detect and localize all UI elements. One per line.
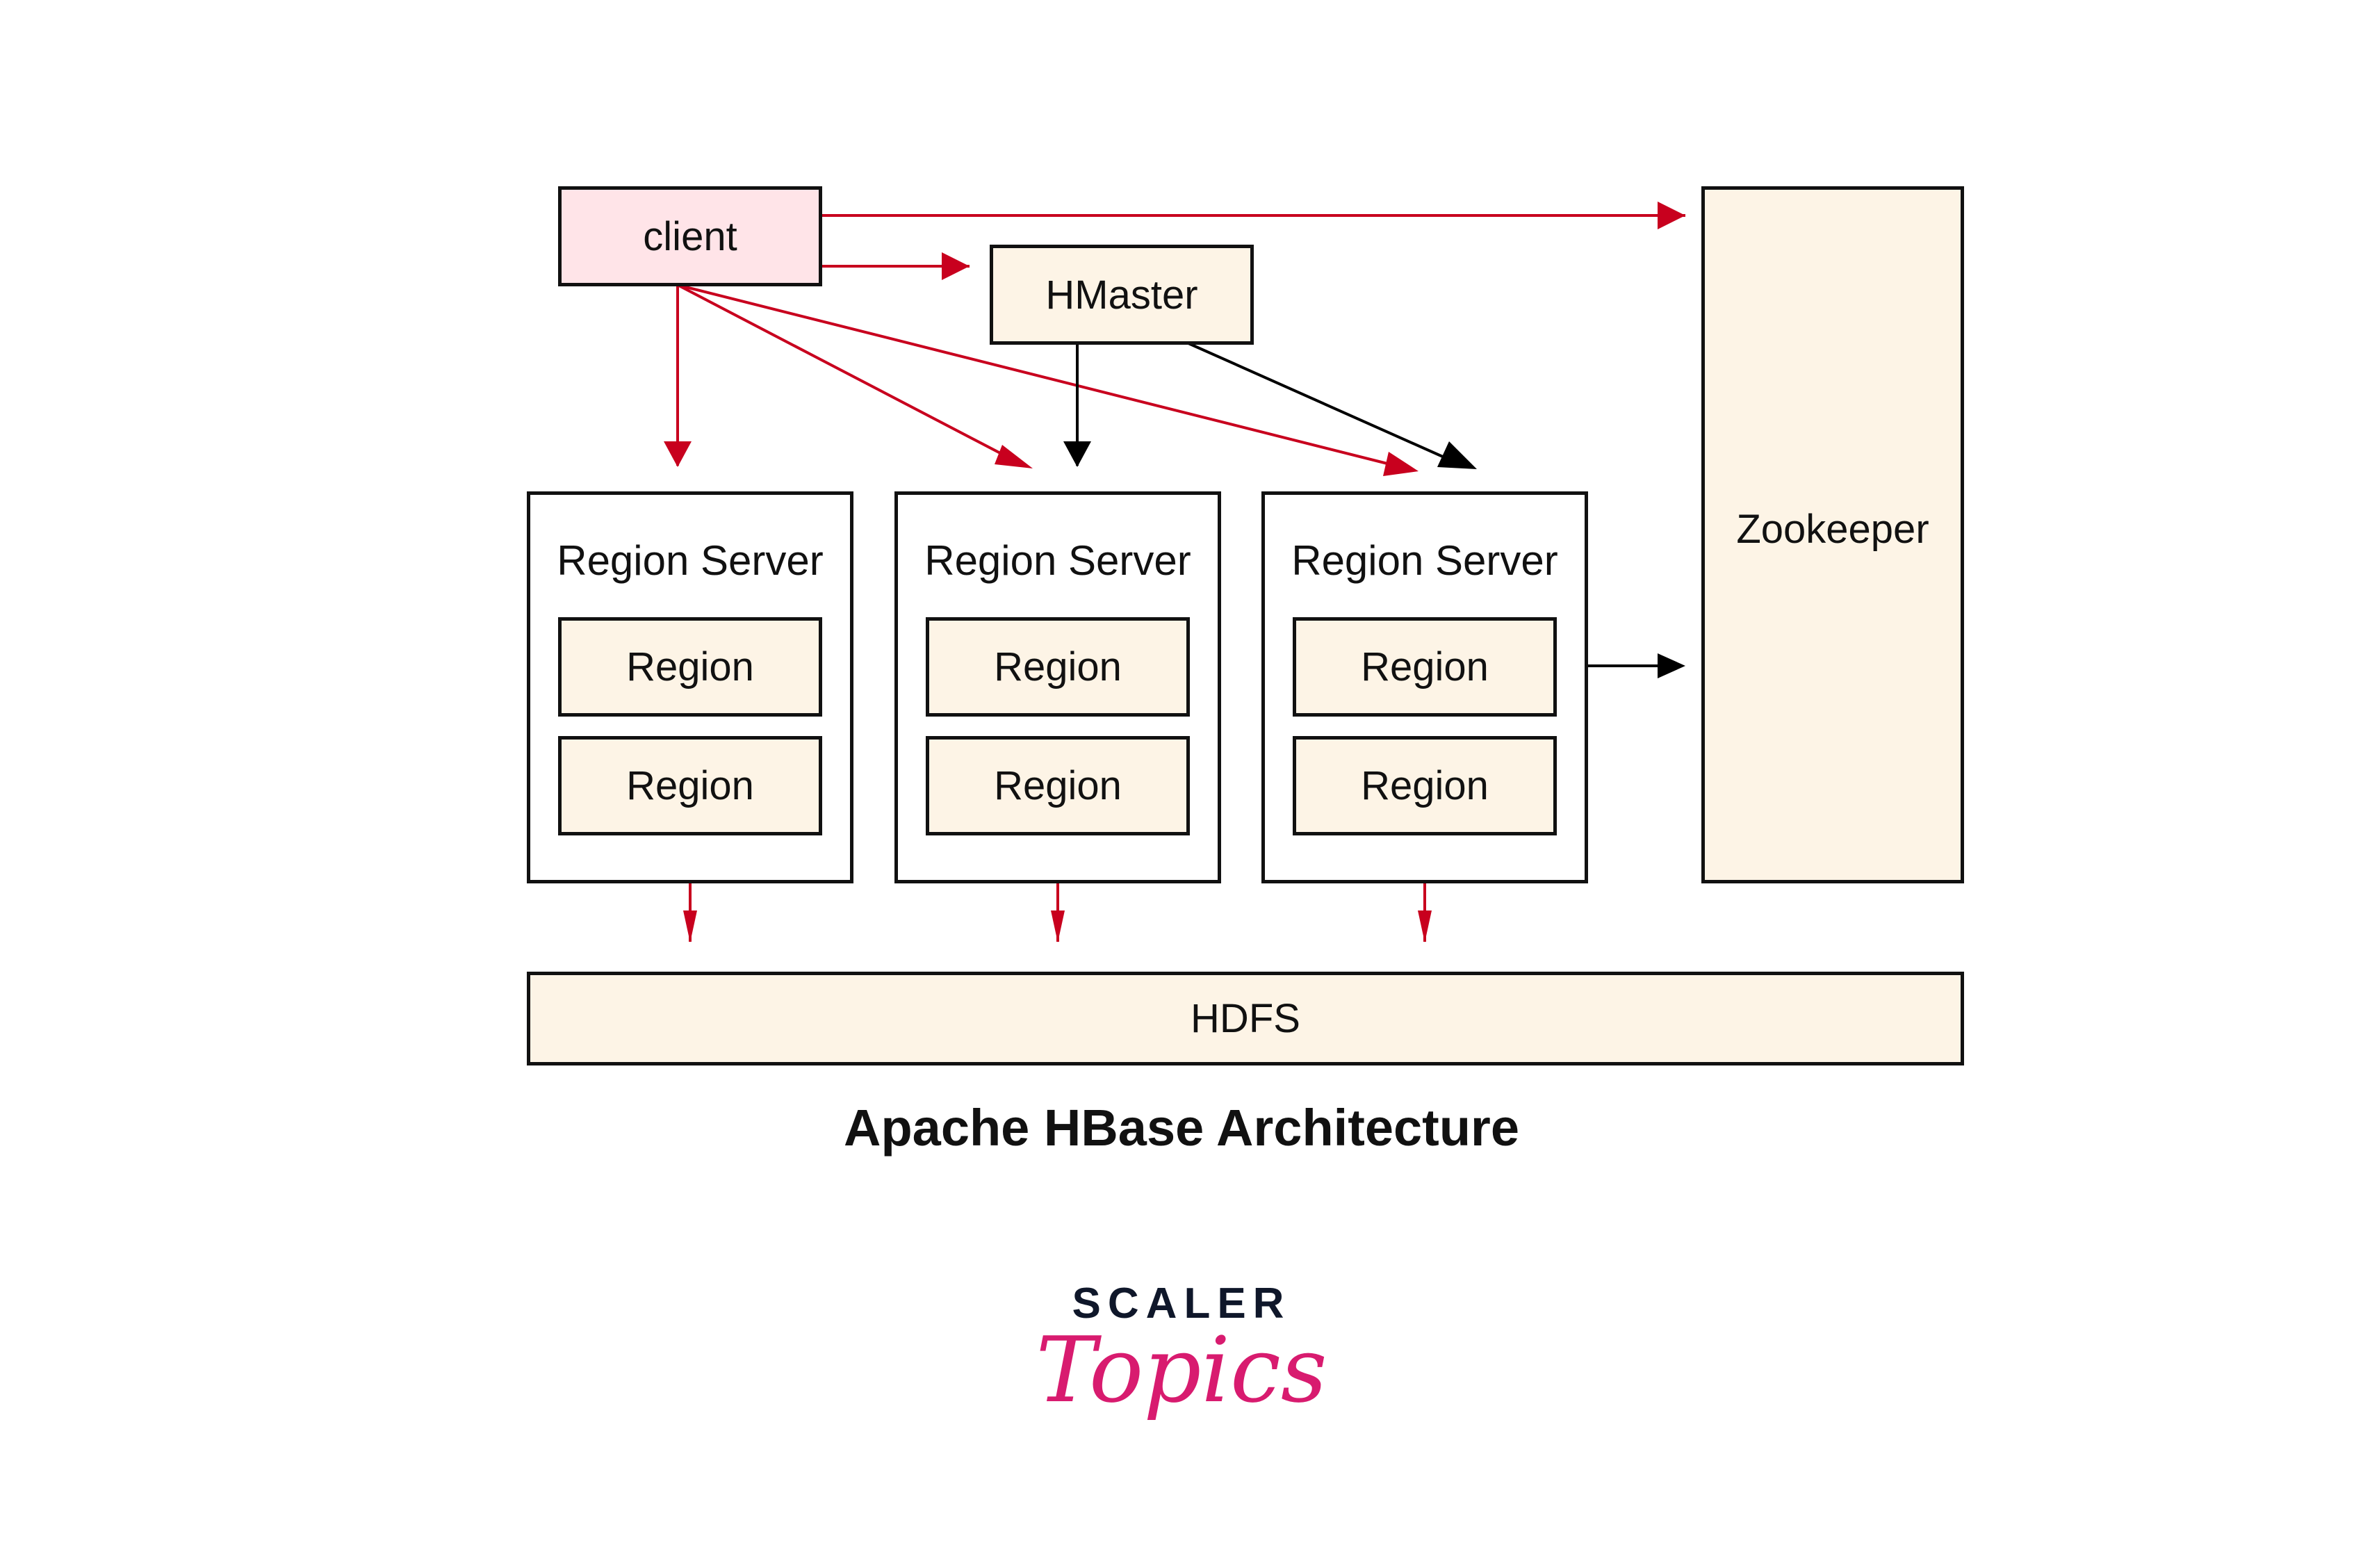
diagram-title: Apache HBase Architecture <box>844 1099 1519 1157</box>
zookeeper-node: Zookeeper <box>1701 186 1964 883</box>
arrowhead-rs2-to-hdfs <box>1051 910 1065 942</box>
arrow-hmaster-to-rs3 <box>1188 342 1464 467</box>
hmaster-label: HMaster <box>1045 272 1198 318</box>
region-node: Region <box>1293 617 1557 717</box>
zookeeper-label: Zookeeper <box>1736 507 1929 552</box>
region-node: Region <box>558 736 822 835</box>
scaler-logo-text: SCALER <box>1072 1280 1291 1328</box>
region-server-1: Region Server Region Region <box>527 491 853 883</box>
arrowhead-rs3-to-zookeeper <box>1658 653 1685 678</box>
region-server-label: Region Server <box>557 537 824 584</box>
hdfs-node: HDFS <box>527 972 1964 1065</box>
region-node: Region <box>926 617 1190 717</box>
region-label: Region <box>1361 644 1489 689</box>
hmaster-node: HMaster <box>990 245 1254 345</box>
client-node: client <box>558 186 822 286</box>
arrowhead-client-to-rs2 <box>995 445 1033 468</box>
arrowhead-client-to-rs3 <box>1383 452 1418 476</box>
arrowhead-hmaster-to-rs2 <box>1063 441 1091 467</box>
region-server-3: Region Server Region Region <box>1261 491 1588 883</box>
region-label: Region <box>626 763 754 808</box>
arrow-client-to-rs2 <box>677 284 1022 466</box>
region-label: Region <box>994 763 1122 808</box>
arrowhead-rs1-to-hdfs <box>683 910 697 942</box>
arrowhead-client-to-rs1 <box>664 441 692 467</box>
arrow-client-to-rs3 <box>677 284 1405 469</box>
region-label: Region <box>626 644 754 689</box>
arrowhead-hmaster-to-rs3 <box>1437 441 1477 469</box>
hdfs-label: HDFS <box>1191 996 1300 1041</box>
region-node: Region <box>558 617 822 717</box>
region-label: Region <box>994 644 1122 689</box>
region-label: Region <box>1361 763 1489 808</box>
region-server-2: Region Server Region Region <box>894 491 1221 883</box>
arrowhead-rs3-to-hdfs <box>1418 910 1432 942</box>
arrowhead-client-to-zookeeper <box>1658 202 1685 229</box>
region-node: Region <box>1293 736 1557 835</box>
region-server-label: Region Server <box>924 537 1191 584</box>
topics-logo-text: Topics <box>1036 1317 1327 1423</box>
arrowhead-client-to-hmaster <box>942 252 970 280</box>
client-label: client <box>643 213 737 259</box>
region-server-label: Region Server <box>1291 537 1558 584</box>
region-node: Region <box>926 736 1190 835</box>
